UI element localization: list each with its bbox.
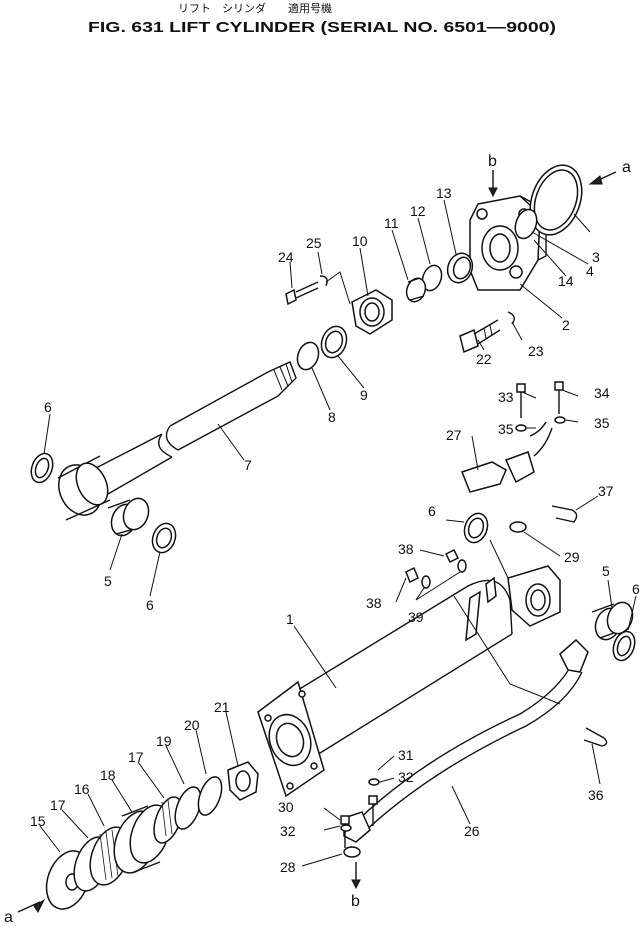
callout-12: 12: [410, 203, 426, 219]
washer-part-32-left: [340, 824, 352, 832]
callout-5-right: 5: [602, 563, 610, 579]
bolt-part-31: [368, 795, 378, 826]
callout-11: 11: [384, 215, 399, 231]
bolt-part-24: [285, 281, 319, 306]
washer-part-35-left: [515, 424, 527, 432]
arrow-a-upper: a: [588, 159, 631, 185]
pipe-part-27: [461, 421, 553, 493]
callout-20: 20: [184, 717, 200, 733]
callout-29: 29: [564, 549, 580, 565]
callout-26: 26: [464, 823, 480, 839]
callout-2: 2: [562, 317, 570, 333]
callout-3: 3: [592, 249, 600, 265]
callout-5-left: 5: [104, 573, 112, 589]
callout-6-d: 6: [632, 581, 640, 597]
clamp-part-37: [551, 505, 578, 523]
callout-33: 33: [498, 389, 514, 405]
washer-part-32-right: [368, 778, 380, 786]
callout-39: 39: [408, 609, 424, 625]
callout-38-lower: 38: [366, 595, 382, 611]
callout-31: 31: [398, 747, 414, 763]
o-ring-part-29: [509, 521, 527, 533]
bushing-part-5-right: [591, 601, 634, 641]
svg-text:b: b: [488, 153, 497, 170]
callout-32-left: 32: [280, 823, 296, 839]
callout-14: 14: [558, 273, 574, 289]
piston-rod: [57, 361, 297, 521]
ring-part-12: [421, 264, 443, 292]
washer-part-35-right: [554, 416, 566, 424]
callout-13: 13: [436, 185, 452, 201]
callout-22: 22: [476, 351, 492, 367]
callout-4: 4: [586, 263, 594, 279]
callout-34: 34: [594, 385, 610, 401]
svg-text:a: a: [622, 159, 631, 176]
o-ring-part-39-a: [421, 575, 431, 589]
svg-text:b: b: [351, 893, 360, 910]
plug-part-38-lower: [405, 566, 419, 584]
retainer-part-10: [351, 289, 393, 335]
leader-lines: [39, 199, 637, 867]
dust-seal-part-4: [514, 208, 538, 240]
callout-21: 21: [214, 699, 230, 715]
callout-28: 28: [280, 859, 296, 875]
nut-part-21: [227, 761, 259, 801]
callout-35-left: 35: [498, 421, 514, 437]
bolt-part-34: [554, 381, 564, 414]
callout-23: 23: [528, 343, 544, 359]
washer-part-25: [319, 275, 328, 287]
callout-15: 15: [30, 813, 46, 829]
callout-6-b: 6: [146, 597, 154, 613]
callout-32-right: 32: [398, 769, 414, 785]
callout-35-right: 35: [594, 415, 610, 431]
callout-30: 30: [278, 799, 294, 815]
callout-6-c: 6: [428, 503, 436, 519]
callout-18: 18: [100, 767, 116, 783]
ring-part-19: [174, 786, 202, 830]
callout-36: 36: [588, 787, 604, 803]
bolt-part-33: [516, 383, 526, 418]
figure-subtitle-japanese: リフト シリンダ 適用号機: [178, 1, 332, 15]
callout-6-a: 6: [44, 399, 52, 415]
callout-8: 8: [328, 409, 336, 425]
callout-37: 37: [598, 483, 614, 499]
callout-38-upper: 38: [398, 541, 414, 557]
o-ring-part-39-b: [457, 559, 467, 573]
callout-7: 7: [244, 457, 252, 473]
bushing-part-11: [405, 277, 427, 303]
callout-10: 10: [352, 233, 368, 249]
o-ring-part-28: [343, 846, 361, 858]
bushing-part-5-left: [107, 497, 150, 537]
svg-text:a: a: [4, 909, 13, 926]
ring-part-20: [197, 776, 223, 816]
callout-17-right: 17: [128, 749, 144, 765]
callout-24: 24: [278, 249, 294, 265]
clamp-part-36: [583, 727, 608, 747]
o-ring-part-8: [296, 341, 320, 371]
callout-1: 1: [286, 611, 294, 627]
pipe-part-26: [343, 638, 589, 843]
callout-19: 19: [156, 733, 172, 749]
piston-assembly: [45, 761, 259, 910]
callout-16: 16: [74, 781, 90, 797]
arrow-b-upper: b: [488, 153, 498, 198]
arrow-b-lower: b: [351, 862, 361, 910]
cylinder-tube: [257, 565, 561, 798]
washer-part-23: [507, 311, 515, 325]
callout-27: 27: [446, 427, 462, 443]
callout-9: 9: [360, 387, 368, 403]
plug-part-38-upper: [444, 548, 460, 564]
arrow-a-lower: a: [4, 898, 46, 926]
callout-17-left: 17: [50, 797, 66, 813]
figure-title: FIG. 631 LIFT CYLINDER (SERIAL NO. 6501—…: [88, 19, 556, 36]
bolt-part-22: [459, 319, 501, 354]
callout-25: 25: [306, 235, 322, 251]
callout-numbers: 1 2 3 4 5 5 6 6 6 6 7 8 9 10 11 12 13 14…: [30, 185, 640, 875]
